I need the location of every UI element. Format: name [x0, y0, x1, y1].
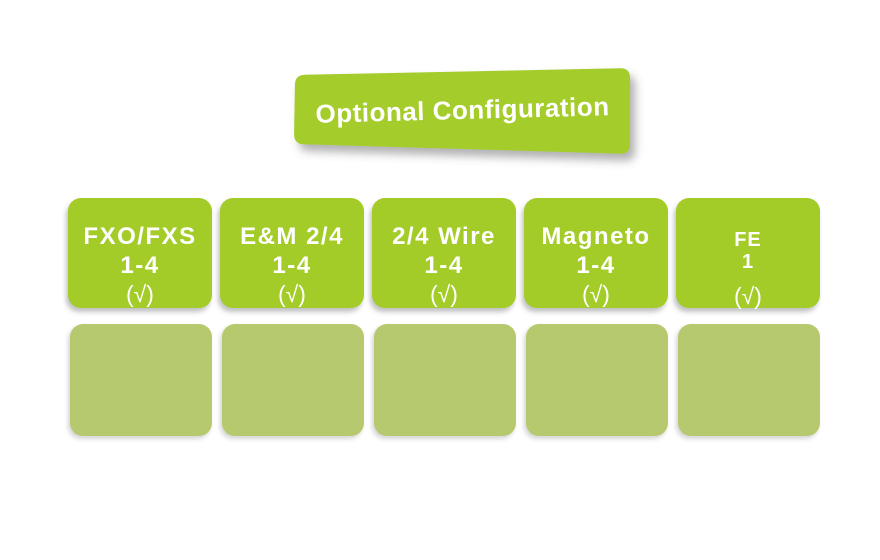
- module-slot: [374, 324, 516, 436]
- module-card-em-24: E&M 2/4 1-4 (√): [220, 198, 364, 308]
- module-range: 1-4: [576, 252, 616, 279]
- module-range: 1: [741, 251, 755, 273]
- module-slot: [678, 324, 820, 436]
- module-name: FE: [734, 229, 762, 251]
- module-range: 1-4: [120, 252, 160, 279]
- module-card-fe: FE 1 (√): [676, 198, 820, 309]
- module-name: FXO/FXS: [83, 223, 197, 250]
- module-name: Magneto: [541, 223, 651, 250]
- module-check-mark: (√): [430, 281, 458, 307]
- module-card-fxo-fxs: FXO/FXS 1-4 (√): [68, 198, 212, 308]
- module-check-mark: (√): [582, 281, 610, 307]
- module-card-24-wire: 2/4 Wire 1-4 (√): [372, 198, 516, 308]
- slots-row: [70, 324, 820, 436]
- module-slot: [70, 324, 212, 436]
- module-name: E&M 2/4: [240, 223, 344, 250]
- module-check-mark: (√): [734, 283, 762, 309]
- module-card-magneto: Magneto 1-4 (√): [524, 198, 668, 308]
- module-range: 1-4: [424, 252, 464, 279]
- module-check-mark: (√): [126, 281, 154, 307]
- module-check-mark: (√): [278, 281, 306, 307]
- module-slot: [526, 324, 668, 436]
- modules-row: FXO/FXS 1-4 (√) E&M 2/4 1-4 (√) 2/4 Wire…: [68, 198, 820, 309]
- module-range: 1-4: [272, 252, 312, 279]
- module-name: 2/4 Wire: [392, 223, 496, 250]
- banner-title: Optional Configuration: [315, 91, 610, 129]
- module-slot: [222, 324, 364, 436]
